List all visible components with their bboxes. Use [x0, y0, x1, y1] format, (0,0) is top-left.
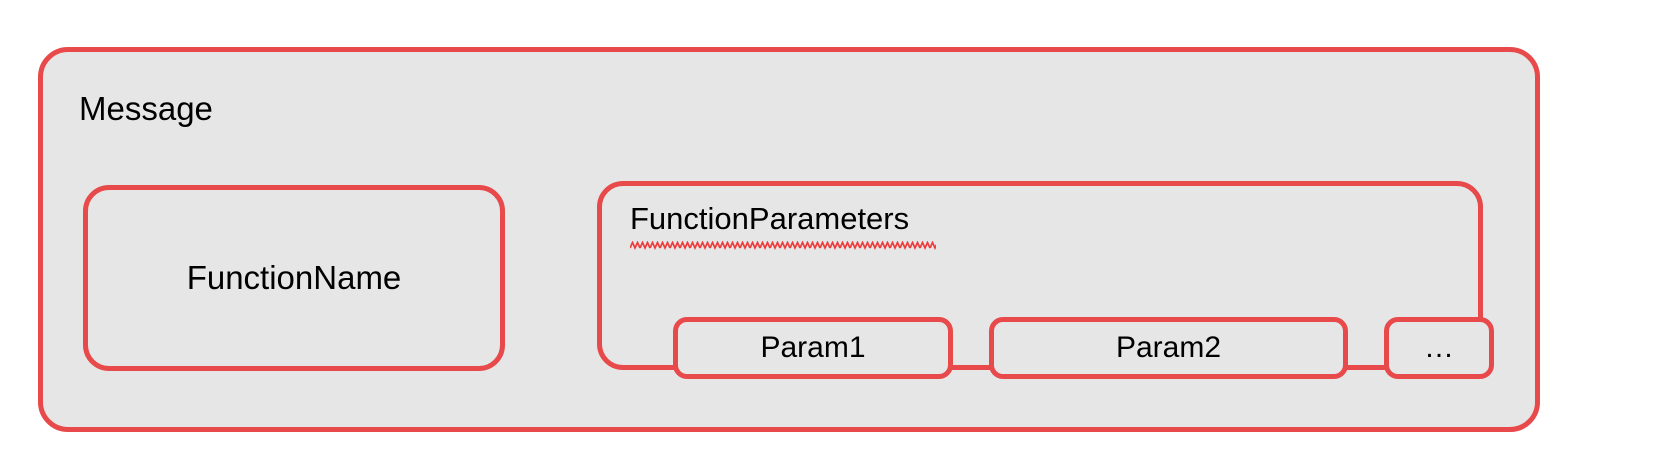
message-box[interactable]: Message FunctionName FunctionParameters …	[38, 47, 1540, 432]
parameter-chip-label: Param1	[760, 331, 866, 364]
spellcheck-squiggle-underline	[630, 241, 936, 250]
parameter-chip-more[interactable]: …	[1384, 317, 1494, 379]
parameter-chip[interactable]: Param2	[989, 317, 1348, 379]
parameter-chip-label: Param2	[1115, 331, 1222, 364]
function-parameters-box[interactable]: FunctionParameters Param1 Param2 …	[597, 181, 1494, 379]
function-name-box[interactable]: FunctionName	[83, 185, 505, 371]
message-box-label: Message	[79, 90, 213, 127]
function-parameters-label: FunctionParameters	[630, 201, 910, 236]
parameter-chip[interactable]: Param1	[673, 317, 953, 379]
function-name-label: FunctionName	[186, 259, 402, 296]
parameter-chip-ellipsis-label: …	[1424, 331, 1454, 364]
